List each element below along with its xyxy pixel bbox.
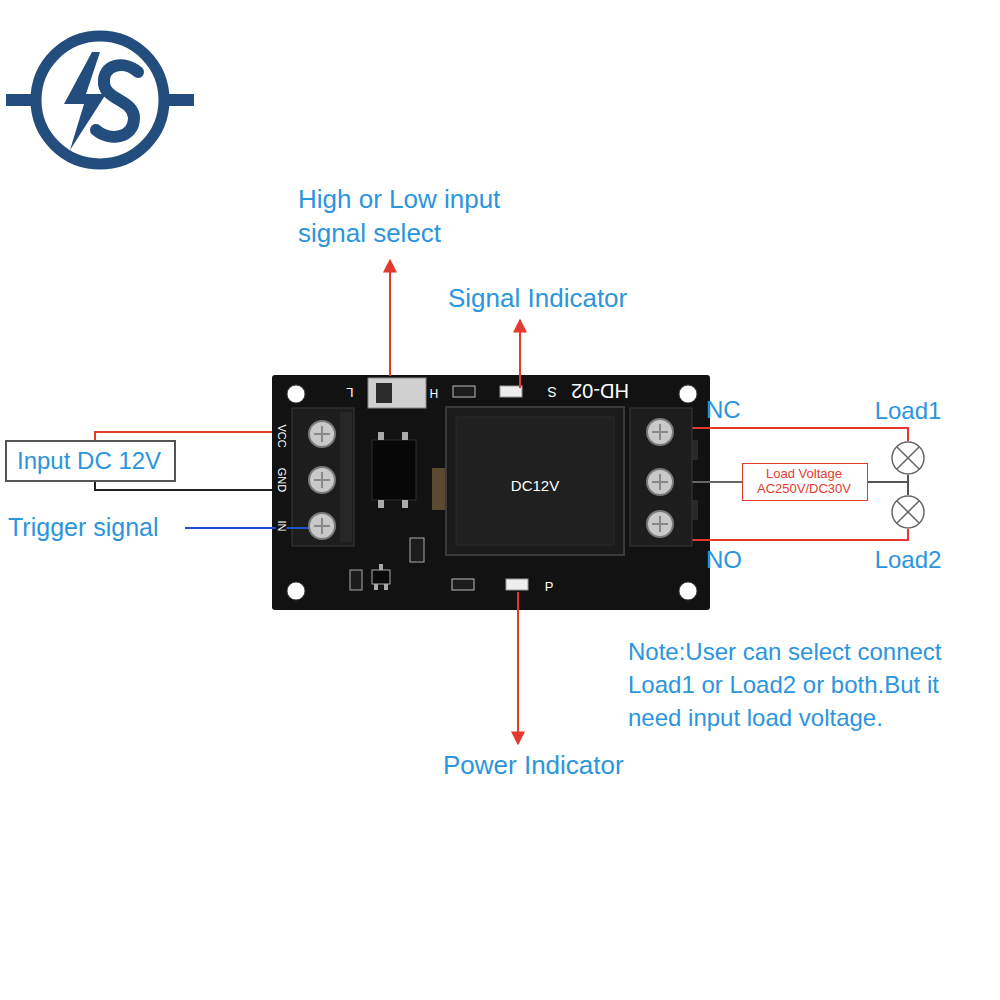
output-terminal-block-part (692, 440, 698, 460)
optocoupler-chip-part (402, 500, 408, 508)
terminal-screws-part (309, 421, 335, 447)
lamp-circle (892, 442, 924, 474)
lamp-circle (892, 496, 924, 528)
trigger-wire (185, 527, 322, 529)
input-terminal-block (292, 408, 354, 546)
callout-text: High or Low input signal select (298, 183, 538, 251)
leader-arrows-part (519, 320, 521, 388)
output-terminal-block-part (652, 424, 668, 440)
optocoupler-chip-part (402, 432, 408, 440)
note-text: Note:User can select connect Load1 or Lo… (628, 635, 994, 734)
smd-components-part (452, 579, 474, 590)
lamp-cross (897, 501, 920, 524)
output-terminal-block-part (692, 500, 698, 520)
smd-components-part (374, 584, 378, 590)
leader-arrows-part (389, 260, 391, 376)
input-terminal-block-part (340, 412, 352, 542)
smd-components-part (384, 584, 388, 590)
leader-arrows (390, 260, 520, 744)
output-terminal-block-part (652, 516, 668, 532)
relay-board-part (679, 385, 697, 403)
relay-board-part (287, 385, 305, 403)
optocoupler-chip-part (378, 500, 384, 508)
brand-logo-part (36, 36, 164, 164)
load-connector (868, 475, 908, 482)
load-connector (868, 482, 908, 495)
load-lamp: Load2 (891, 495, 925, 529)
smd-components-part (506, 579, 528, 590)
output-terminal-block-part (647, 469, 673, 495)
relay-body (446, 407, 624, 555)
board-model-silk: HD-02 (570, 381, 630, 401)
terminal-screws (309, 421, 335, 539)
load-name: Load2 (875, 546, 942, 575)
relay-board-part (272, 375, 710, 610)
smd-components-part (410, 538, 424, 562)
slide-switch-part (376, 383, 392, 403)
node-text: Input DC 12V (17, 446, 164, 476)
output-terminal-block (630, 408, 698, 546)
lamp-symbol (891, 495, 925, 529)
output-terminal-block-part (647, 511, 673, 537)
smd-components-part (453, 386, 475, 397)
output-terminal-block-part (647, 419, 673, 445)
callout-text: Signal Indicator (448, 283, 627, 314)
smd-components-part (372, 570, 390, 584)
relay-marking: DC12V (510, 478, 560, 493)
pin-name: IN (276, 520, 287, 533)
power-input-box: Input DC 12V (5, 440, 176, 482)
relay-board (272, 375, 710, 610)
load-lamp: Load1 (891, 441, 925, 475)
pin-name: GND (276, 467, 287, 493)
led-silk: S (546, 385, 557, 399)
relay-body-part (446, 407, 624, 555)
terminal-screws-part (309, 513, 335, 539)
smd-components-part (379, 564, 383, 570)
switch-silk: L (345, 386, 354, 399)
smd-components-part (350, 570, 362, 590)
relay-board-part (679, 582, 697, 600)
smd-components-part (500, 386, 522, 397)
leader-arrows-part (517, 592, 519, 744)
output-terminal-block-part (630, 408, 692, 546)
optocoupler-chip (372, 432, 416, 508)
callout-text: Power Indicator (443, 750, 624, 781)
terminal-screws-part (314, 472, 330, 488)
pin-name: VCC (276, 423, 287, 448)
node-text: Load Voltage AC250V/DC30V (748, 467, 860, 497)
relay-body-part (456, 417, 614, 545)
brand-logo (6, 36, 194, 164)
led-silk: P (544, 580, 555, 593)
lamp-symbol (891, 441, 925, 475)
load-wires-part (660, 428, 908, 441)
load-voltage-box: Load Voltage AC250V/DC30V (742, 463, 868, 501)
lamp-cross (897, 447, 920, 470)
load-wires (660, 428, 908, 540)
slide-switch (368, 378, 426, 408)
optocoupler-chip-part (372, 440, 416, 500)
output-terminal-block-part (652, 474, 668, 490)
optocoupler-chip-part (378, 432, 384, 440)
load-name: Load1 (875, 397, 942, 426)
terminal-name: NO (706, 546, 742, 575)
terminal-screws-part (314, 518, 330, 534)
brand-logo-part (96, 65, 138, 137)
signal-name: Trigger signal (8, 512, 159, 542)
load-wires-part (660, 529, 908, 540)
switch-silk: H (429, 387, 440, 399)
terminal-screws-part (309, 467, 335, 493)
smd-components-part (432, 468, 446, 510)
relay-board-part (287, 582, 305, 600)
terminal-screws-part (314, 426, 330, 442)
input-terminal-block-part (292, 408, 354, 546)
terminal-name: NC (706, 396, 741, 425)
slide-switch-part (368, 378, 426, 408)
